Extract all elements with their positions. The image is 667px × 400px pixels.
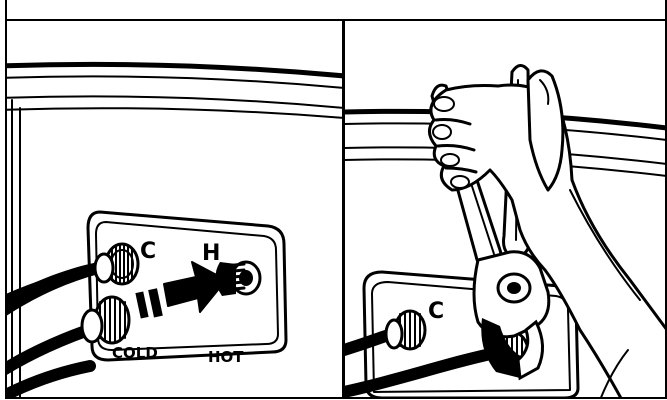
cold-valve-label: C: [428, 299, 444, 324]
cold-valve-coupling: [386, 311, 425, 349]
left-panel: C H COLD HOT: [0, 20, 345, 398]
cold-valve-coupling: [95, 244, 138, 284]
cold-caption: COLD: [112, 344, 158, 362]
washer-top-edge: [0, 64, 345, 76]
hot-hose-body: [344, 352, 500, 392]
moving-hose-coupling: [82, 297, 129, 343]
panel-line: [0, 108, 345, 118]
panel-line: [0, 76, 345, 88]
top-strip-frame: [6, 0, 666, 20]
right-panel: C: [344, 20, 667, 400]
hot-valve-label: H: [202, 241, 220, 266]
hot-valve-outlet: [215, 262, 260, 296]
cold-hose-upper-body: [0, 268, 104, 302]
hand: [429, 71, 667, 400]
cold-valve-label: C: [140, 239, 156, 264]
move-direction-arrow: [135, 262, 226, 319]
panel-line: [0, 96, 345, 108]
hot-caption: HOT: [208, 348, 244, 366]
